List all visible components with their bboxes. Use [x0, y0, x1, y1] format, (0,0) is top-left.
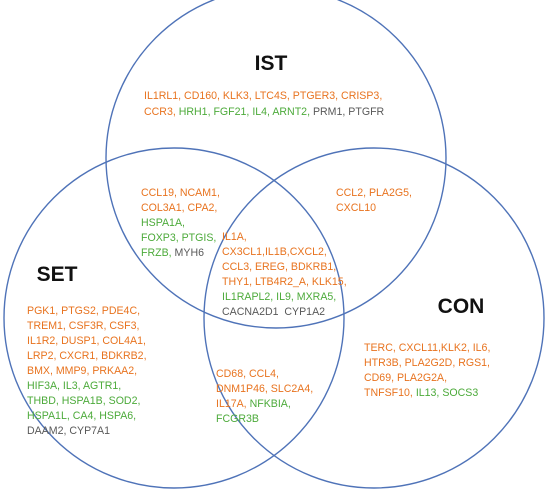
- gene-text: IL13, SOCS3: [416, 387, 479, 399]
- gene-line: CCL19, NCAM1,: [141, 187, 220, 199]
- gene-text: CXCL10: [336, 202, 376, 214]
- gene-text: CACNA2D1 CYP1A2: [222, 306, 325, 318]
- gene-line: FOXP3, PTGIS,: [141, 232, 216, 244]
- gene-line: THY1, LTB4R2_A, KLK15,: [222, 276, 347, 288]
- gene-line: TERC, CXCL11,KLK2, IL6,: [364, 342, 490, 354]
- con-circle: [203, 147, 545, 489]
- region-ist-con: CCL2, PLA2G5, CXCL10: [336, 187, 412, 214]
- gene-line: DNM1P46, SLC2A4,: [216, 383, 313, 395]
- gene-line: FRZB, MYH6: [141, 247, 204, 259]
- set-label-set: SET: [37, 263, 78, 286]
- gene-text: PRM1, PTGFR: [313, 106, 385, 118]
- gene-text: DNM1P46, SLC2A4,: [216, 383, 313, 395]
- gene-text: THY1, LTB4R2_A, KLK15,: [222, 276, 347, 288]
- set-label-ist: IST: [255, 52, 288, 75]
- region-set-only: PGK1, PTGS2, PDE4C, TREM1, CSF3R, CSF3, IL…: [27, 305, 147, 437]
- set-circle: [3, 147, 345, 489]
- gene-text: CD69, PLA2G2A,: [364, 372, 447, 384]
- gene-text: HIF3A, IL3, AGTR1,: [27, 380, 121, 392]
- gene-text: LRP2, CXCR1, BDKRB2,: [27, 350, 147, 362]
- gene-line: FCGR3B: [216, 413, 259, 425]
- gene-line: IL1A,: [222, 231, 247, 243]
- gene-text: HTR3B, PLA2G2D, RGS1,: [364, 357, 490, 369]
- gene-text: CD68, CCL4,: [216, 368, 279, 380]
- gene-line: HSPA1L, CA4, HSPA6,: [27, 410, 136, 422]
- gene-line: CCR3, HRH1, FGF21, IL4, ARNT2, PRM1, PTG…: [144, 106, 385, 118]
- gene-text: CCL3, EREG, BDKRB1,: [222, 261, 336, 273]
- region-center: IL1A, CX3CL1,IL1B,CXCL2, CCL3, EREG, BDKRB…: [222, 231, 347, 318]
- gene-text: MYH6: [175, 247, 205, 259]
- region-con-only: TERC, CXCL11,KLK2, IL6, HTR3B, PLA2G2D, R…: [364, 342, 490, 399]
- gene-line: CXCL10: [336, 202, 376, 214]
- gene-text: COL3A1, CPA2,: [141, 202, 217, 214]
- gene-line: CX3CL1,IL1B,CXCL2,: [222, 246, 327, 258]
- gene-line: COL3A1, CPA2,: [141, 202, 217, 214]
- gene-line: HSPA1A,: [141, 217, 185, 229]
- gene-text: DAAM2, CYP7A1: [27, 425, 110, 437]
- gene-line: TREM1, CSF3R, CSF3,: [27, 320, 139, 332]
- gene-text: HSPA1L, CA4, HSPA6,: [27, 410, 136, 422]
- gene-line: TNFSF10, IL13, SOCS3: [364, 387, 478, 399]
- gene-text: CX3CL1,IL1B,CXCL2,: [222, 246, 327, 258]
- gene-line: CCL2, PLA2G5,: [336, 187, 412, 199]
- gene-text: THBD, HSPA1B, SOD2,: [27, 395, 140, 407]
- gene-line: DAAM2, CYP7A1: [27, 425, 110, 437]
- gene-text: TERC, CXCL11,KLK2, IL6,: [364, 342, 490, 354]
- gene-text: CCL2, PLA2G5,: [336, 187, 412, 199]
- gene-text: FCGR3B: [216, 413, 259, 425]
- gene-line: LRP2, CXCR1, BDKRB2,: [27, 350, 147, 362]
- gene-line: IL1RAPL2, IL9, MXRA5,: [222, 291, 336, 303]
- gene-line: HIF3A, IL3, AGTR1,: [27, 380, 121, 392]
- gene-text: TNFSF10,: [364, 387, 416, 399]
- gene-text: IL1RL1, CD160, KLK3, LTC4S, PTGER3, CRIS…: [144, 90, 382, 102]
- gene-text: TREM1, CSF3R, CSF3,: [27, 320, 139, 332]
- gene-line: CD68, CCL4,: [216, 368, 279, 380]
- region-ist-set: CCL19, NCAM1, COL3A1, CPA2, HSPA1A, FOXP3, …: [141, 187, 220, 259]
- gene-line: BMX, MMP9, PRKAA2,: [27, 365, 137, 377]
- gene-text: IL1R2, DUSP1, COL4A1,: [27, 335, 146, 347]
- gene-line: IL17A, NFKBIA,: [216, 398, 291, 410]
- gene-text: HRH1, FGF21, IL4, ARNT2,: [179, 106, 313, 118]
- gene-line: HTR3B, PLA2G2D, RGS1,: [364, 357, 490, 369]
- gene-text: IL1RAPL2, IL9, MXRA5,: [222, 291, 336, 303]
- gene-text: FOXP3, PTGIS,: [141, 232, 216, 244]
- gene-line: THBD, HSPA1B, SOD2,: [27, 395, 140, 407]
- gene-line: IL1R2, DUSP1, COL4A1,: [27, 335, 146, 347]
- region-ist-only: IL1RL1, CD160, KLK3, LTC4S, PTGER3, CRIS…: [144, 90, 385, 118]
- ist-circle: [105, 0, 447, 329]
- gene-line: CD69, PLA2G2A,: [364, 372, 447, 384]
- gene-line: CACNA2D1 CYP1A2: [222, 306, 325, 318]
- gene-line: PGK1, PTGS2, PDE4C,: [27, 305, 140, 317]
- gene-text: NFKBIA,: [250, 398, 291, 410]
- gene-text: IL1A,: [222, 231, 247, 243]
- gene-text: CCR3,: [144, 106, 179, 118]
- set-label-con: CON: [438, 295, 485, 318]
- gene-text: IL17A,: [216, 398, 250, 410]
- gene-text: PGK1, PTGS2, PDE4C,: [27, 305, 140, 317]
- gene-text: FRZB,: [141, 247, 175, 259]
- gene-line: IL1RL1, CD160, KLK3, LTC4S, PTGER3, CRIS…: [144, 90, 382, 102]
- gene-text: HSPA1A,: [141, 217, 185, 229]
- gene-line: CCL3, EREG, BDKRB1,: [222, 261, 336, 273]
- gene-text: BMX, MMP9, PRKAA2,: [27, 365, 137, 377]
- region-set-con: CD68, CCL4, DNM1P46, SLC2A4, IL17A, NFKBIA…: [216, 368, 313, 425]
- gene-text: CCL19, NCAM1,: [141, 187, 220, 199]
